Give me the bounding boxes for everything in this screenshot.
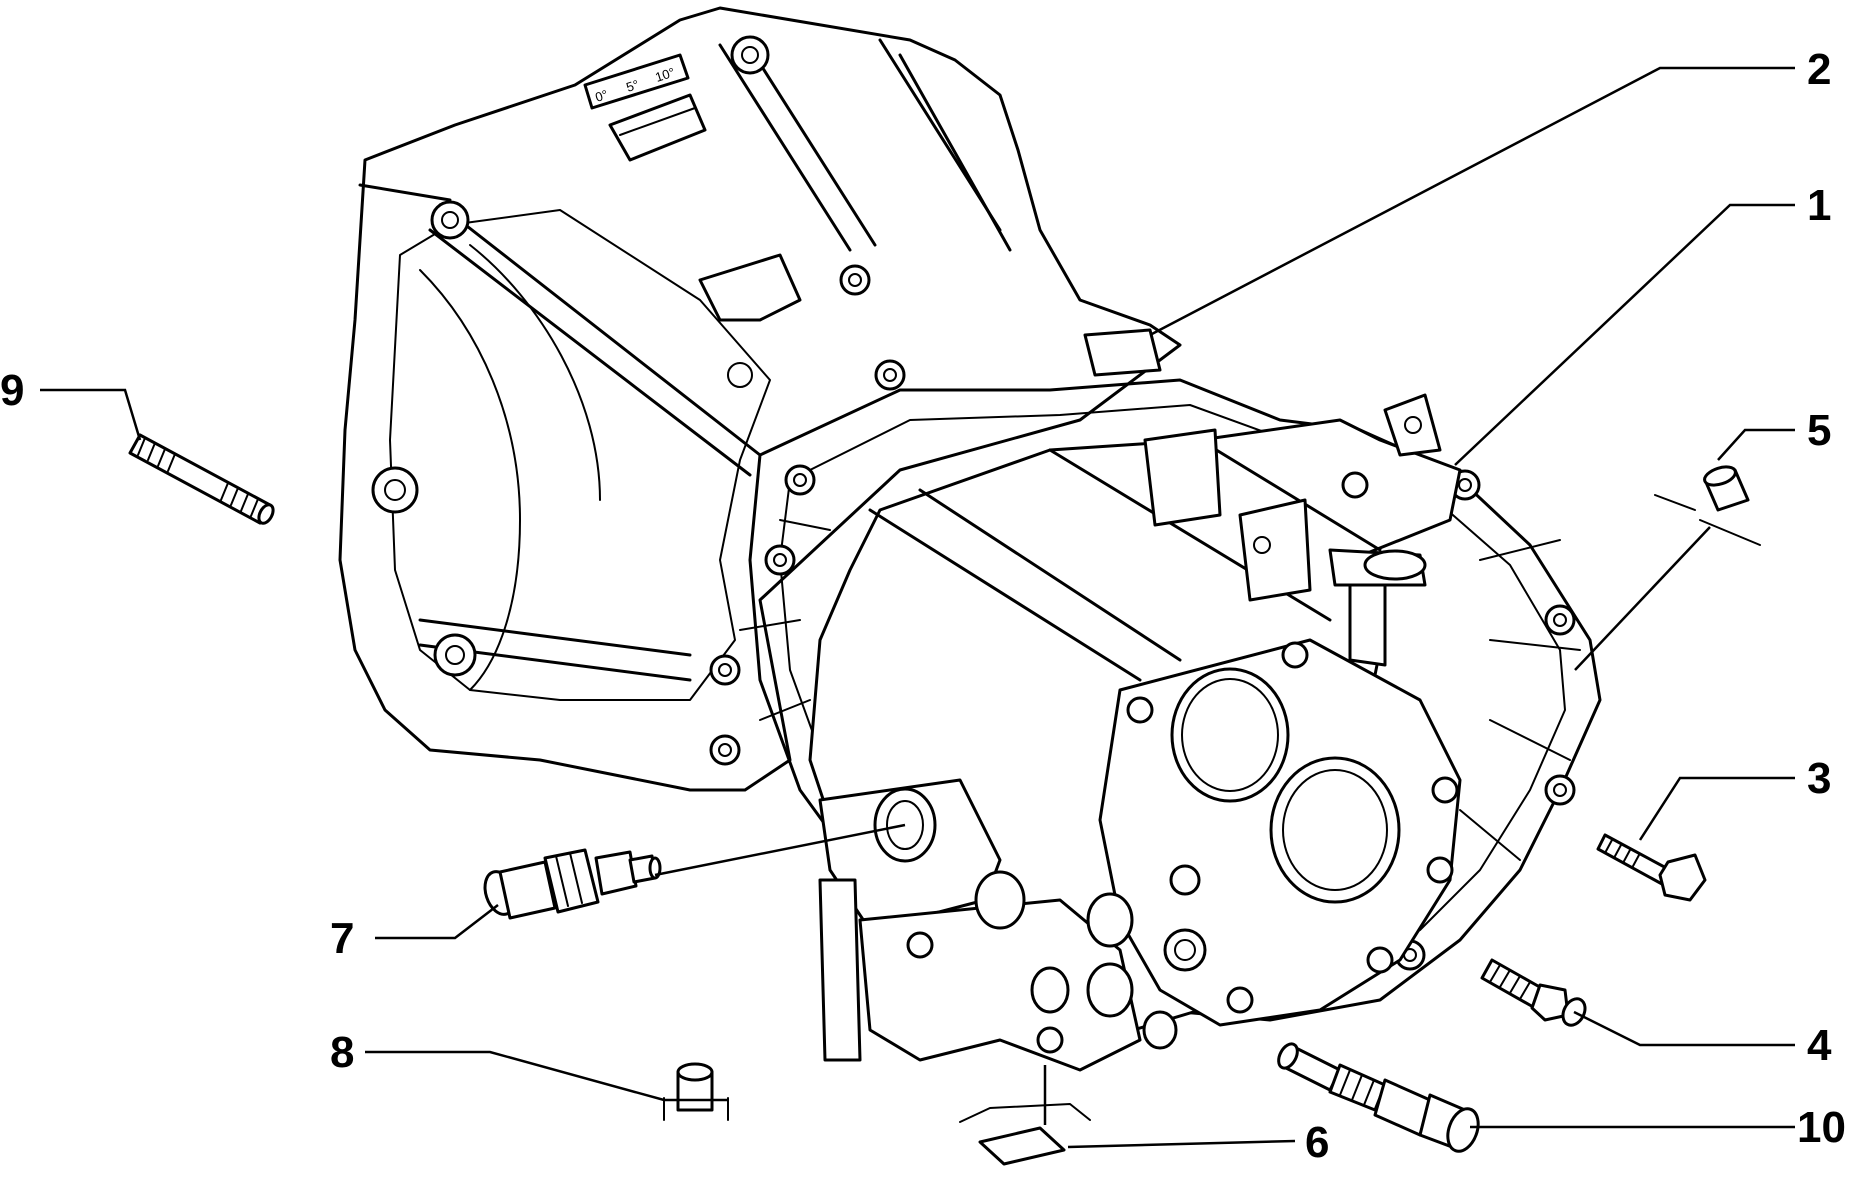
- timing-mark-0: 0°: [593, 87, 609, 105]
- callout-6: 6: [1305, 1118, 1329, 1167]
- gearbox-casing-part-1: [808, 393, 1462, 1072]
- bolt-part-3: [1596, 833, 1707, 902]
- stud-part-9: [128, 433, 275, 525]
- callout-2: 2: [1807, 45, 1831, 94]
- callout-1: 1: [1807, 181, 1831, 230]
- callout-labels: 2 1 5 3 4 10 6 7 8 9: [0, 45, 1846, 1167]
- callout-7: 7: [330, 914, 354, 963]
- callout-8: 8: [330, 1028, 354, 1077]
- timing-mark-5: 5°: [624, 77, 640, 95]
- cap-part-8: [663, 1062, 729, 1121]
- callout-5: 5: [1807, 406, 1831, 455]
- switch-part-7: [483, 848, 662, 920]
- clutch-housing-part-2: 0° 5° 10°: [338, 6, 1182, 792]
- timing-mark-10: 10°: [653, 65, 676, 85]
- pad-part-6: [959, 1103, 1091, 1166]
- leader-lines: [40, 66, 1795, 1149]
- callout-9: 9: [0, 366, 24, 415]
- breather-part-4: [1480, 958, 1587, 1027]
- callout-4: 4: [1807, 1021, 1832, 1070]
- plug-part-5: [1654, 465, 1761, 546]
- sensor-part-10: [1277, 1042, 1480, 1153]
- callout-10: 10: [1797, 1103, 1846, 1152]
- callout-3: 3: [1807, 754, 1831, 803]
